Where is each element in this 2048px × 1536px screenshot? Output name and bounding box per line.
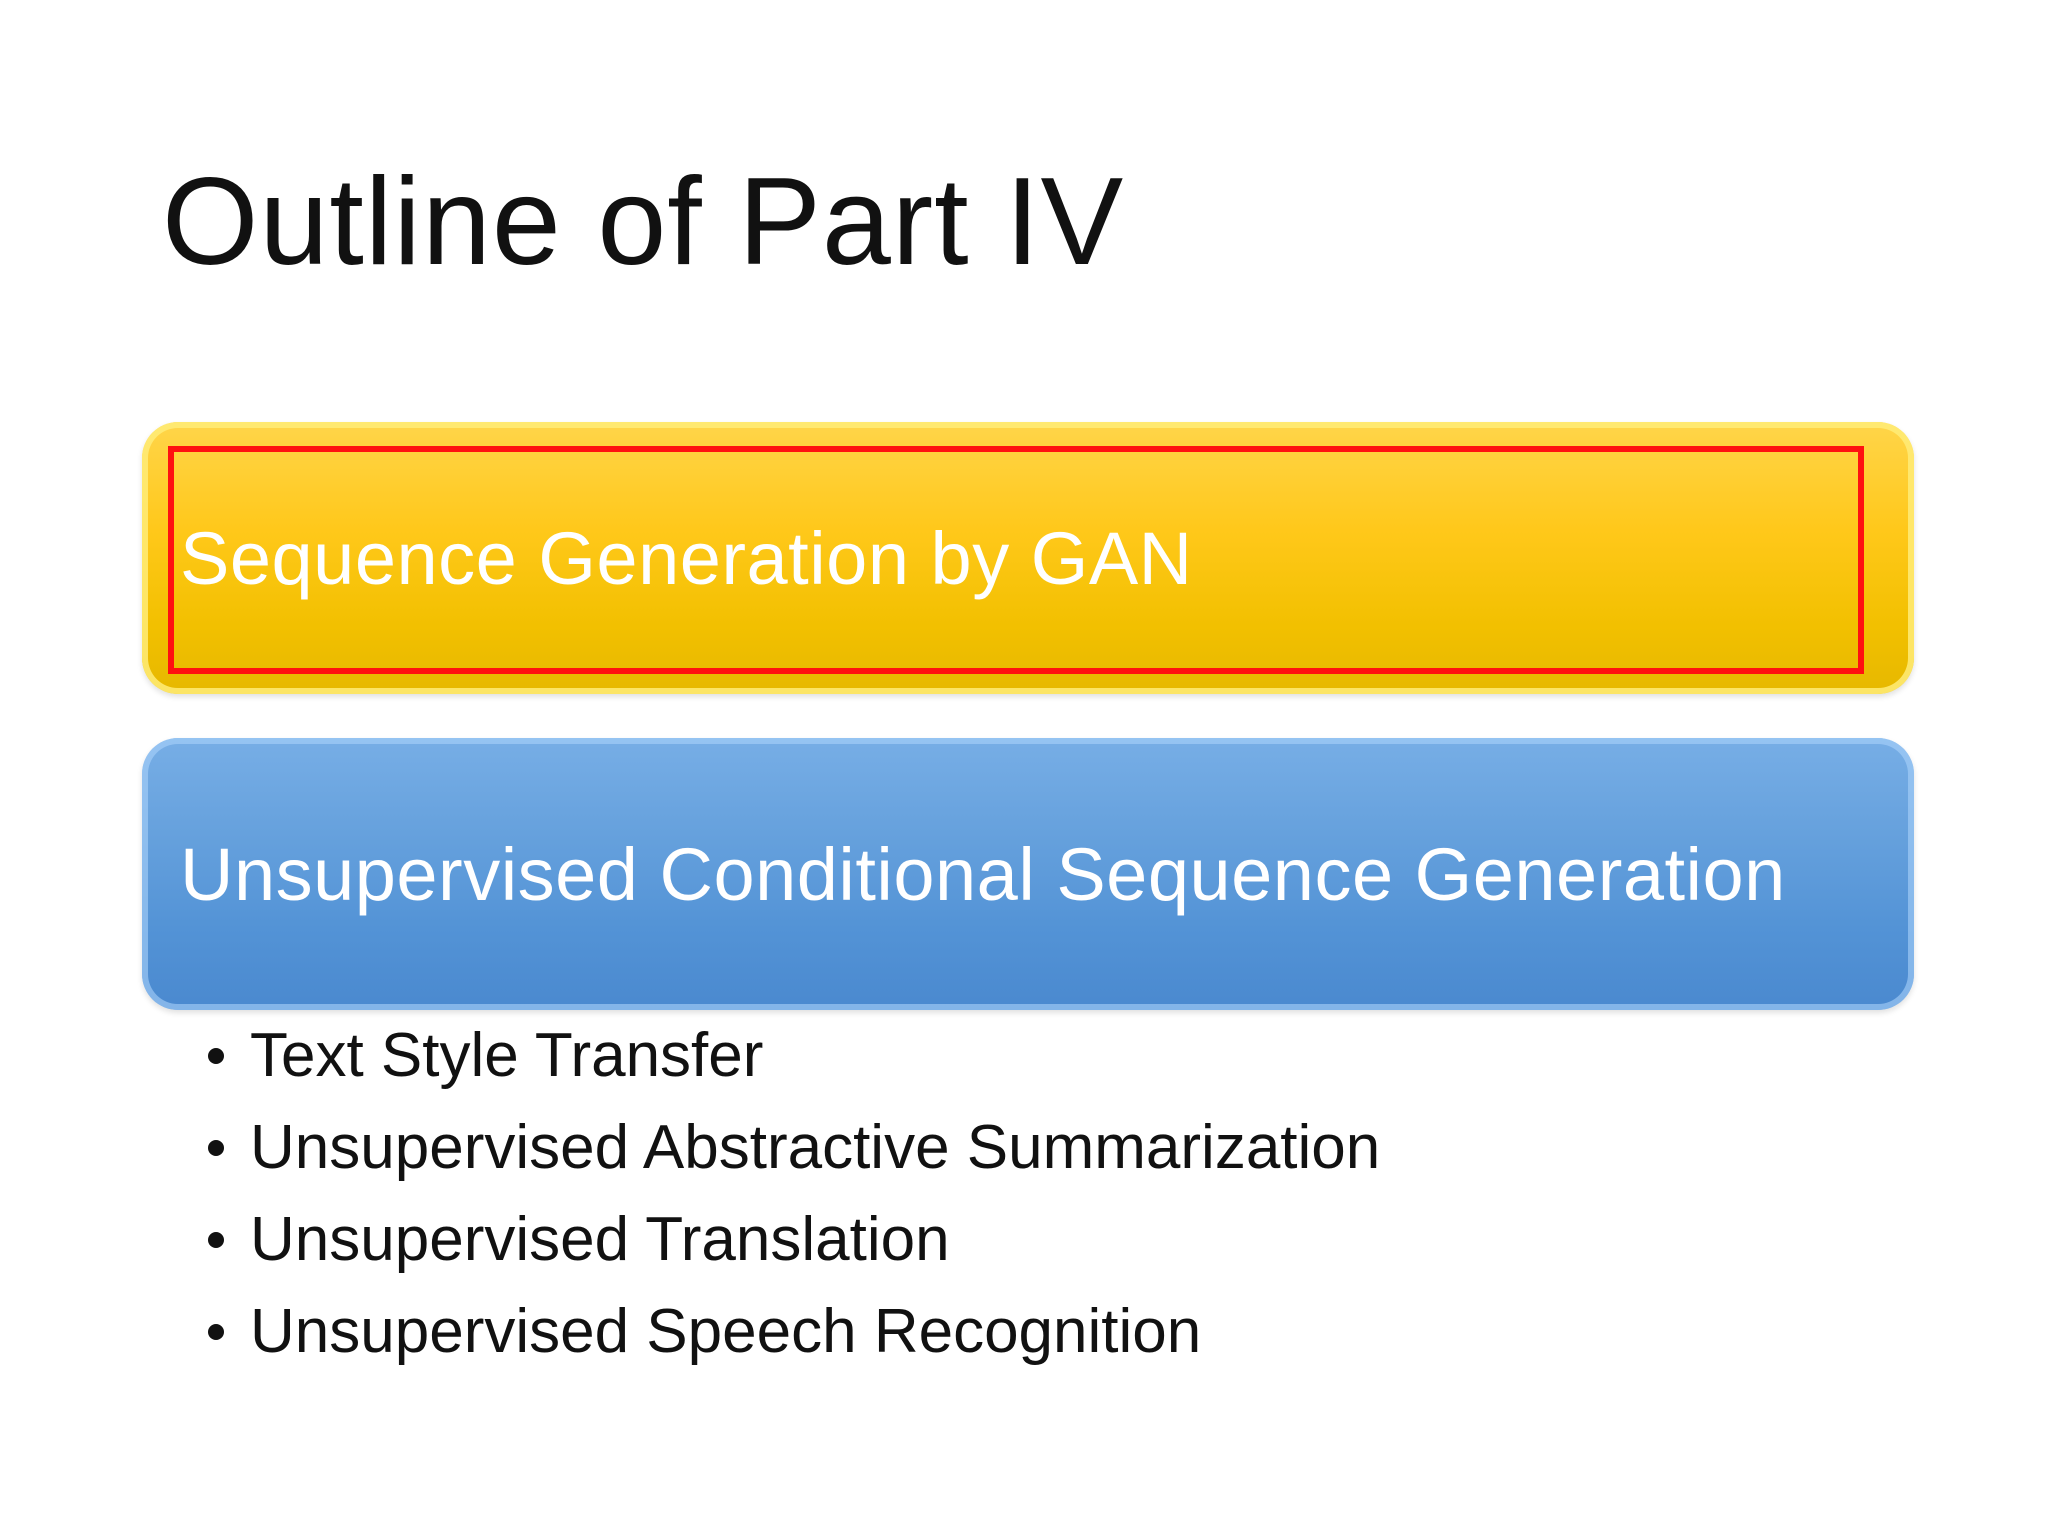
bullet-text: Unsupervised Translation: [250, 1205, 950, 1274]
bullet-dot-icon: [208, 1324, 224, 1340]
bullet-dot-icon: [208, 1140, 224, 1156]
bullet-item: Unsupervised Translation: [200, 1194, 1380, 1286]
bullet-list: Text Style Transfer Unsupervised Abstrac…: [200, 1010, 1380, 1378]
bullet-dot-icon: [208, 1048, 224, 1064]
bullet-dot-icon: [208, 1232, 224, 1248]
bullet-item: Text Style Transfer: [200, 1010, 1380, 1102]
section-box-unsupervised: Unsupervised Conditional Sequence Genera…: [142, 738, 1914, 1010]
section-box-gan: Sequence Generation by GAN: [142, 422, 1914, 694]
section-label-gan: Sequence Generation by GAN: [180, 516, 1193, 600]
bullet-item: Unsupervised Abstractive Summarization: [200, 1102, 1380, 1194]
bullet-text: Unsupervised Speech Recognition: [250, 1297, 1202, 1366]
slide-title: Outline of Part IV: [162, 153, 1125, 291]
bullet-text: Text Style Transfer: [250, 1021, 764, 1090]
bullet-item: Unsupervised Speech Recognition: [200, 1286, 1380, 1378]
bullet-text: Unsupervised Abstractive Summarization: [250, 1113, 1381, 1182]
section-label-unsupervised: Unsupervised Conditional Sequence Genera…: [180, 832, 1786, 916]
